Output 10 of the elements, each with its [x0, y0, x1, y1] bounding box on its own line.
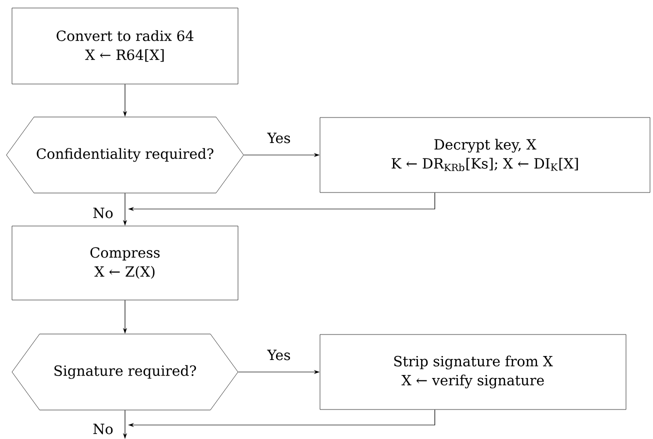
process-box: Strip signature from X X ← verify signature	[320, 334, 626, 410]
process-box: Convert to radix 64 X ← R64[X]	[12, 8, 238, 84]
decision-hexagon: Signature required?	[12, 334, 238, 410]
process-box: Compress X ← Z(X)	[12, 226, 238, 300]
edge-label: Yes	[267, 350, 290, 360]
edge-label: No	[93, 208, 113, 218]
decision-hexagon: Confidentiality required?	[6, 116, 244, 194]
edge-label: No	[93, 424, 113, 434]
edge-label: Yes	[267, 132, 290, 144]
process-box: Decrypt key, X K ← DR$_{KRb}$[Ks]; X ← DI$_{K}$[X]	[320, 117, 650, 193]
